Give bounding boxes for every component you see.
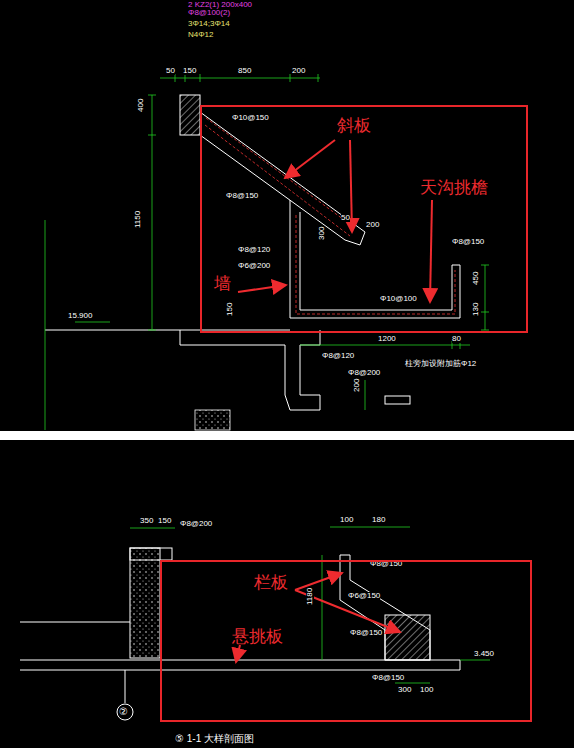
dimension-label: 150 <box>158 517 171 525</box>
axis-bubble: ② <box>119 707 128 717</box>
highlight-frame: 栏板悬挑板 <box>160 560 532 722</box>
dimension-label: 柱旁加设附加筋Φ12 <box>405 360 476 368</box>
dimension-label: 80 <box>452 335 461 343</box>
dimension-label: Φ8@150 <box>226 192 258 200</box>
dimension-label: 180 <box>372 516 385 524</box>
dimension-label: Φ8@120 <box>322 352 354 360</box>
dimension-label: 1180 <box>306 588 314 605</box>
dimension-label: 200 <box>353 379 361 392</box>
dimension-label: 350 <box>140 517 153 525</box>
dimension-label: Φ6@200 <box>238 262 270 270</box>
dimension-label: 300 <box>398 686 411 694</box>
dimension-label: Φ8@200 <box>180 520 212 528</box>
dimension-label: Φ8@150 <box>372 674 404 682</box>
dimension-label: Φ8@100(2) <box>188 9 230 17</box>
dimension-label: 200 <box>292 67 305 75</box>
dimension-label: 130 <box>472 303 480 316</box>
dimension-label: ⑤ 1-1 大样剖面图 <box>175 734 254 744</box>
callout-label: 斜板 <box>337 117 371 134</box>
dimension-label: Φ8@200 <box>348 369 380 377</box>
callout-label: 天沟挑檐 <box>420 179 488 196</box>
dimension-label: Φ6@150 <box>348 592 380 600</box>
dimension-label: 50 <box>341 214 350 222</box>
dimension-label: 3Φ14;3Φ14 <box>188 20 230 28</box>
dimension-label: 3.450 <box>474 650 494 658</box>
dimension-label: 1150 <box>134 211 142 228</box>
dimension-label: 850 <box>238 67 251 75</box>
dimension-label: 450 <box>472 272 480 285</box>
callout-label: 悬挑板 <box>232 628 283 645</box>
dimension-label: 1200 <box>378 335 396 343</box>
callout-label: 栏板 <box>254 574 288 591</box>
highlight-frame: 斜板天沟挑檐墙 <box>200 105 528 333</box>
dimension-label: Φ8@150 <box>452 238 484 246</box>
dimension-label: Φ8@150 <box>350 629 382 637</box>
callout-label: 墙 <box>214 275 231 292</box>
dimension-label: 150 <box>226 303 234 316</box>
dimension-label: Φ10@100 <box>380 295 417 303</box>
dimension-label: 50 <box>166 67 175 75</box>
dimension-label: 400 <box>137 99 145 112</box>
dimension-label: Φ8@120 <box>238 246 270 254</box>
dimension-label: 2 KZ2(1) 200x400 <box>188 1 252 9</box>
dimension-label: N4Φ12 <box>188 31 214 39</box>
dimension-label: 200 <box>366 221 379 229</box>
dimension-label: Φ10@150 <box>232 114 269 122</box>
dimension-label: 100 <box>340 516 353 524</box>
dimension-label: 300 <box>318 227 326 240</box>
dimension-label: 15.900 <box>68 312 92 320</box>
dimension-label: 150 <box>183 67 196 75</box>
dimension-label: 100 <box>420 686 433 694</box>
